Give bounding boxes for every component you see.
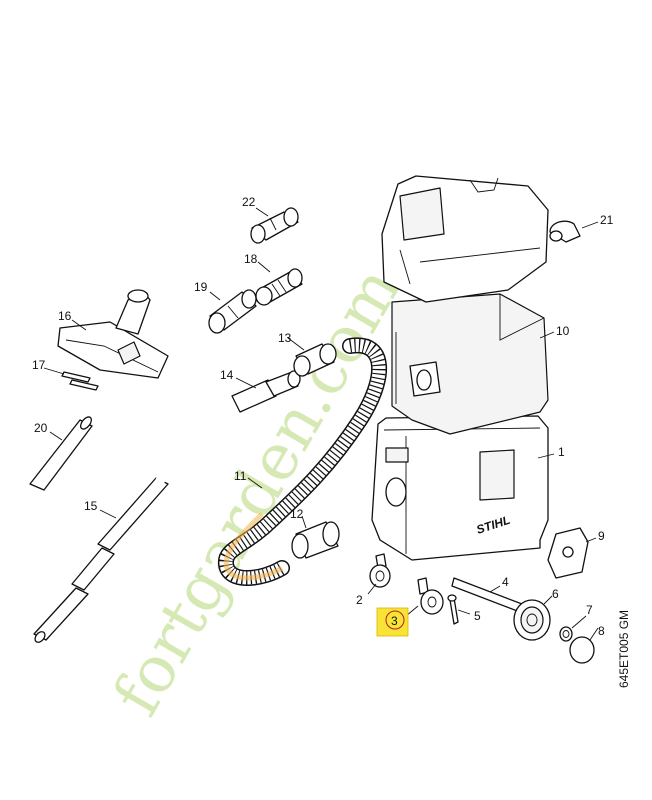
power-head[interactable] [381,175,549,303]
part-17-strips[interactable] [61,371,99,391]
callout-10[interactable]: 10 [556,324,570,338]
part-10-filter-bag[interactable] [391,293,549,435]
callout-16[interactable]: 16 [58,309,72,323]
callout-4[interactable]: 4 [502,575,509,589]
callout-20[interactable]: 20 [34,421,48,435]
part-11-corrugated-hose[interactable] [218,337,387,586]
part-14-suction-hose[interactable] [153,370,301,488]
leader-lines [43,207,599,641]
callout-5[interactable]: 5 [474,609,481,623]
callout-19[interactable]: 19 [194,280,208,294]
part-21-clip[interactable] [549,220,581,243]
part-5-screw[interactable] [447,594,459,625]
callout-14[interactable]: 14 [220,368,234,382]
part-22-connector[interactable] [250,207,299,244]
callout-18[interactable]: 18 [244,252,258,266]
callout-8[interactable]: 8 [598,624,605,638]
highlight-box-3 [376,607,409,637]
callout-numbers: 22 18 19 16 17 20 15 14 13 11 12 10 1 21… [32,195,614,638]
callout-22[interactable]: 22 [242,195,256,209]
part-3-castor[interactable] [417,577,444,615]
part-6-wheel[interactable] [513,599,551,641]
callout-9[interactable]: 9 [598,529,605,543]
callout-13[interactable]: 13 [278,331,292,345]
part-12-hose-adapter[interactable] [291,521,340,559]
part-1-container[interactable]: STIHL [371,415,549,561]
part-19-adapter[interactable] [208,289,257,334]
part-9-bracket[interactable] [547,527,589,579]
callout-12[interactable]: 12 [290,507,304,521]
part-18-connector[interactable] [255,268,303,306]
callout-11[interactable]: 11 [234,469,247,483]
drawing-code: 645ET005 GM [617,610,631,688]
part-16-floor-nozzle[interactable] [57,289,169,379]
callout-6[interactable]: 6 [552,587,559,601]
part-20-crevice-nozzle[interactable] [29,415,93,491]
callout-2[interactable]: 2 [356,593,363,607]
part-7-ring[interactable] [559,626,573,642]
callout-3[interactable]: 3 [391,614,398,628]
highlight-ring-3 [385,610,405,630]
callout-7[interactable]: 7 [586,603,593,617]
callout-21[interactable]: 21 [600,213,614,227]
part-4-axle[interactable] [451,577,523,613]
callout-15[interactable]: 15 [84,499,98,513]
part-2-castor[interactable] [369,553,391,588]
part-8-hub-cap[interactable] [569,636,595,664]
callout-1[interactable]: 1 [558,445,565,459]
part-13-hose-cuff[interactable] [293,343,337,377]
callout-17[interactable]: 17 [32,358,46,372]
